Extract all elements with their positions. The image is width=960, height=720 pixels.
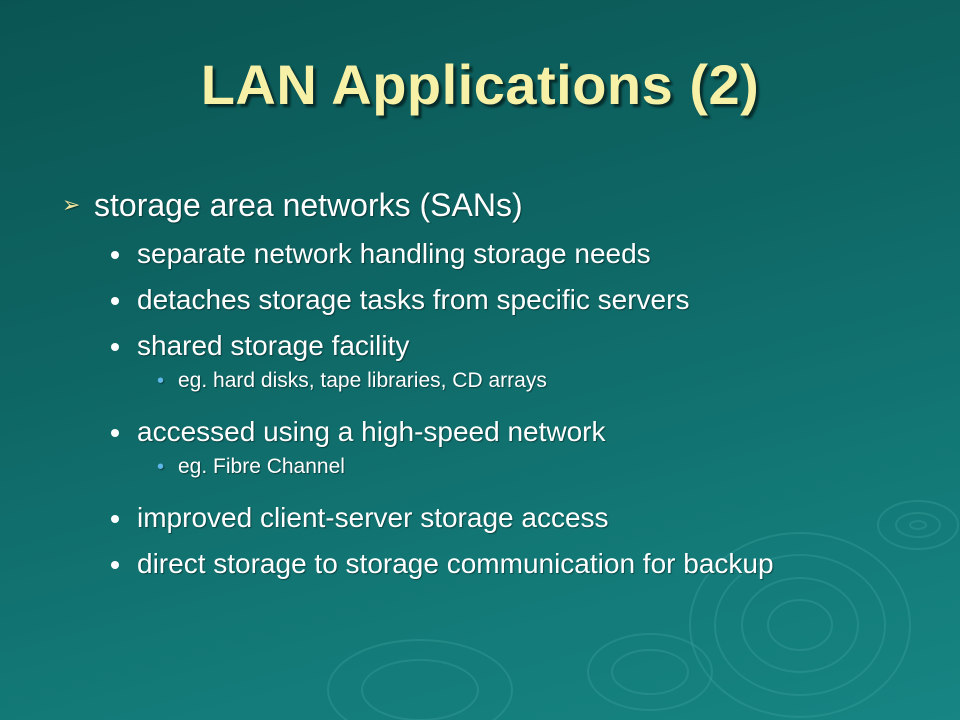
bullet-dot-icon [111,429,119,437]
list-item: separate network handling storage needs [60,235,940,273]
list-item-text: direct storage to storage communication … [137,548,774,579]
sub-bullet-icon: • [157,456,165,478]
list-item-text: accessed using a high-speed network [137,416,606,447]
list-item-text: improved client-server storage access [137,502,609,533]
main-bullet-text: storage area networks (SANs) [94,187,523,223]
bullet-dot-icon [111,515,119,523]
bullet-list: ➢ storage area networks (SANs) separate … [60,183,940,591]
list-item-text: shared storage facility [137,330,410,361]
slide-title: LAN Applications (2) [200,53,760,116]
bullet-dot-icon [111,343,119,351]
sub-list-item: • eg. hard disks, tape libraries, CD arr… [60,367,940,395]
list-item: shared storage facility [60,327,940,365]
arrow-bullet-icon: ➢ [62,192,81,217]
main-bullet-item: ➢ storage area networks (SANs) [60,183,940,227]
list-item: improved client-server storage access [60,499,940,537]
bullet-dot-icon [111,297,119,305]
sub-list-item: • eg. Fibre Channel [60,453,940,481]
list-item-text: detaches storage tasks from specific ser… [137,284,690,315]
list-item: detaches storage tasks from specific ser… [60,281,940,319]
list-item-text: separate network handling storage needs [137,238,651,269]
list-item: accessed using a high-speed network [60,413,940,451]
sub-list-item-text: eg. Fibre Channel [178,455,345,478]
sub-bullet-icon: • [157,370,165,392]
list-item: direct storage to storage communication … [60,545,940,583]
bullet-dot-icon [111,251,119,259]
sub-list-item-text: eg. hard disks, tape libraries, CD array… [178,369,547,392]
bullet-dot-icon [111,561,119,569]
